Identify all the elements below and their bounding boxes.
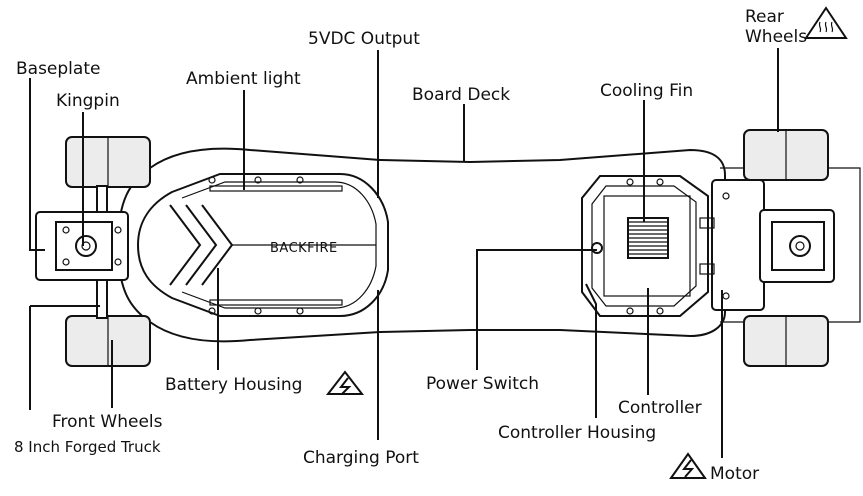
label-controller-housing: Controller Housing	[498, 423, 656, 443]
kingpin-shape	[75, 235, 97, 257]
battery-housing-shape: BACKFIRE	[136, 173, 389, 317]
label-front-wheels: Front Wheels	[52, 412, 163, 432]
label-5vdc-output: 5VDC Output	[308, 29, 420, 49]
power-switch-shape	[591, 242, 603, 254]
brand-logo: BACKFIRE	[270, 241, 338, 256]
label-power-switch: Power Switch	[426, 374, 539, 394]
label-baseplate: Baseplate	[16, 59, 100, 79]
label-rear-wheels: Wheels	[745, 27, 807, 47]
label-forged-truck: 8 Inch Forged Truck	[14, 438, 161, 456]
label-kingpin: Kingpin	[56, 91, 120, 111]
motor-shape	[711, 179, 765, 311]
label-battery-housing: Battery Housing	[165, 375, 302, 395]
cooling-fin-shape	[627, 217, 669, 259]
label-charging-port: Charging Port	[303, 448, 419, 468]
label-motor: Motor	[710, 464, 759, 484]
leader-lines	[29, 48, 779, 458]
hot-surface-hazard-icon	[804, 6, 848, 39]
label-ambient-light: Ambient light	[186, 69, 301, 89]
label-board-deck: Board Deck	[412, 85, 510, 105]
label-cooling-fin: Cooling Fin	[600, 81, 693, 101]
electric-hazard-icon	[325, 370, 365, 395]
rear-truck	[699, 129, 835, 367]
ambient-light-strip-top	[209, 185, 343, 192]
ambient-light-strip-bottom	[209, 299, 343, 306]
label-controller: Controller	[618, 398, 702, 418]
electric-hazard-icon	[669, 452, 707, 479]
label-rear-wheels: Rear	[745, 7, 784, 27]
front-truck	[35, 136, 151, 367]
